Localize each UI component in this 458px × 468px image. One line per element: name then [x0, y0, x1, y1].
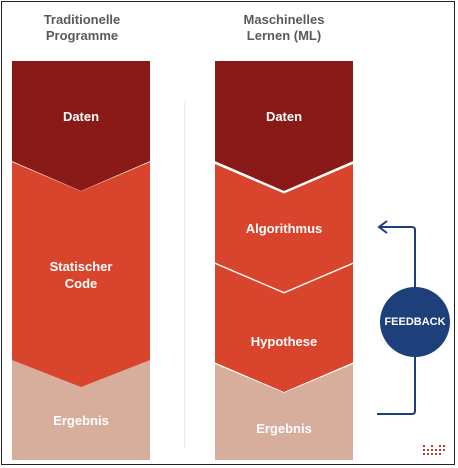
traditional-result-label: Ergebnis [53, 413, 109, 428]
column-divider [184, 102, 185, 447]
ml-title-line1: Maschinelles [243, 12, 325, 27]
ml-result-block: Ergebnis [215, 364, 353, 460]
traditional-programs-title: Traditionelle Programme [12, 12, 152, 44]
ml-result-label: Ergebnis [256, 420, 312, 436]
traditional-data-block: Daten [12, 61, 150, 191]
feedback-label: FEEDBACK [384, 316, 446, 328]
ml-hypothesis-label: Hypothese [250, 333, 318, 349]
ml-title-line2: Lernen (ML) [246, 28, 322, 43]
feedback-circle: FEEDBACK [380, 287, 450, 357]
traditional-title-line2: Programme [45, 28, 119, 43]
traditional-data-label: Daten [62, 108, 100, 124]
machine-learning-title: Maschinelles Lernen (ML) [214, 12, 354, 44]
traditional-title-line1: Traditionelle [43, 12, 121, 27]
static-code-line2: Code [64, 275, 98, 291]
ml-algorithm-label: Algorithmus [245, 220, 323, 236]
traditional-static-code-block: Statischer Code [12, 162, 150, 387]
static-code-label: Statischer Code [50, 258, 113, 292]
static-code-line1: Statischer [49, 258, 113, 274]
ml-data-block: Daten [215, 61, 353, 191]
logo-icon [423, 445, 445, 455]
ml-data-label: Daten [265, 108, 303, 124]
